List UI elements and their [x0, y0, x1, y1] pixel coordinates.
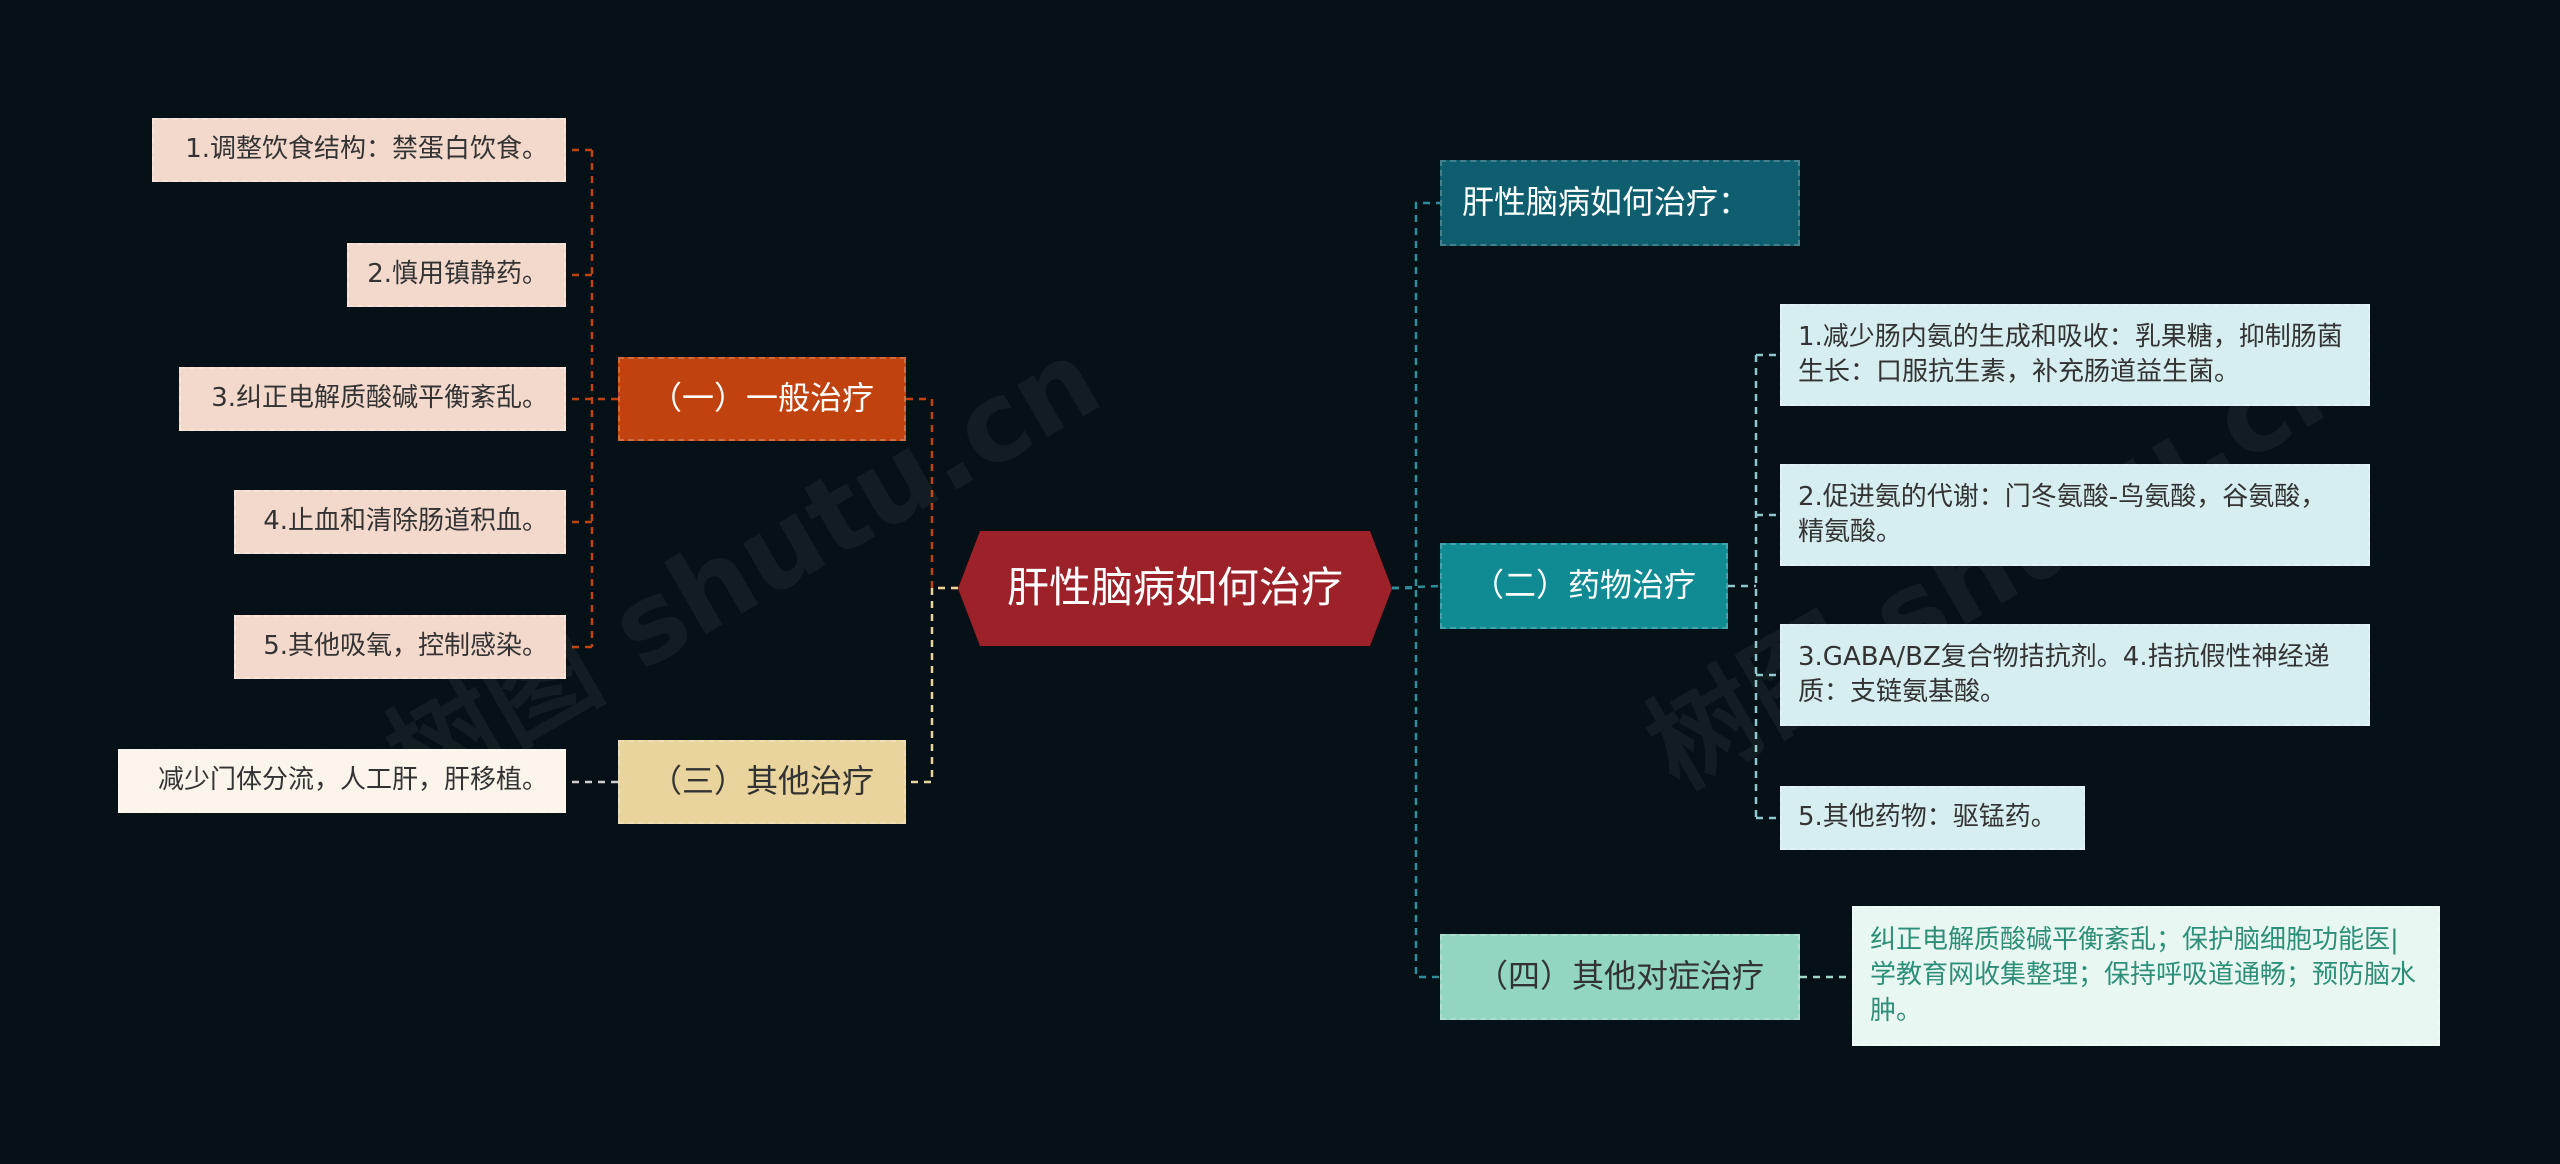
connector-root-other [906, 586, 958, 784]
general-leaf-5[interactable]: 5.其他吸氧，控制感染。 [234, 615, 566, 679]
drug-leaf-1[interactable]: 1.减少肠内氨的生成和吸收：乳果糖，抑制肠菌生长：口服抗生素，补充肠道益生菌。 [1780, 304, 2370, 406]
connector-root-symptom [1392, 586, 1440, 979]
connector-root-title [1392, 201, 1440, 590]
branch-symptomatic-treatment[interactable]: （四）其他对症治疗 [1440, 934, 1800, 1020]
branch-drug-treatment[interactable]: （二）药物治疗 [1440, 543, 1728, 629]
general-leaf-4[interactable]: 4.止血和清除肠道积血。 [234, 490, 566, 554]
drug-leaf-2[interactable]: 2.促进氨的代谢：门冬氨酸-鸟氨酸，谷氨酸，精氨酸。 [1780, 464, 2370, 566]
connector-root-drug [1391, 584, 1441, 590]
other-leaf-1[interactable]: 减少门体分流，人工肝，肝移植。 [118, 749, 566, 813]
connector-root-general [906, 397, 958, 590]
root-node[interactable]: 肝性脑病如何治疗 [958, 531, 1392, 646]
general-leaf-3[interactable]: 3.纠正电解质酸碱平衡紊乱。 [179, 367, 566, 431]
title-node[interactable]: 肝性脑病如何治疗： [1440, 160, 1800, 246]
drug-leaf-3[interactable]: 3.GABA/BZ复合物拮抗剂。4.拮抗假性神经递质：支链氨基酸。 [1780, 624, 2370, 726]
branch-other-treatment[interactable]: （三）其他治疗 [618, 740, 906, 824]
symptom-leaf-1[interactable]: 纠正电解质酸碱平衡紊乱；保护脑细胞功能医|学教育网收集整理；保持呼吸道通畅；预防… [1852, 906, 2440, 1046]
general-leaf-1[interactable]: 1.调整饮食结构：禁蛋白饮食。 [152, 118, 566, 182]
drug-leaf-4[interactable]: 5.其他药物：驱锰药。 [1780, 786, 2085, 850]
branch-general-treatment[interactable]: （一）一般治疗 [618, 357, 906, 441]
general-leaf-2[interactable]: 2.慎用镇静药。 [347, 243, 566, 307]
